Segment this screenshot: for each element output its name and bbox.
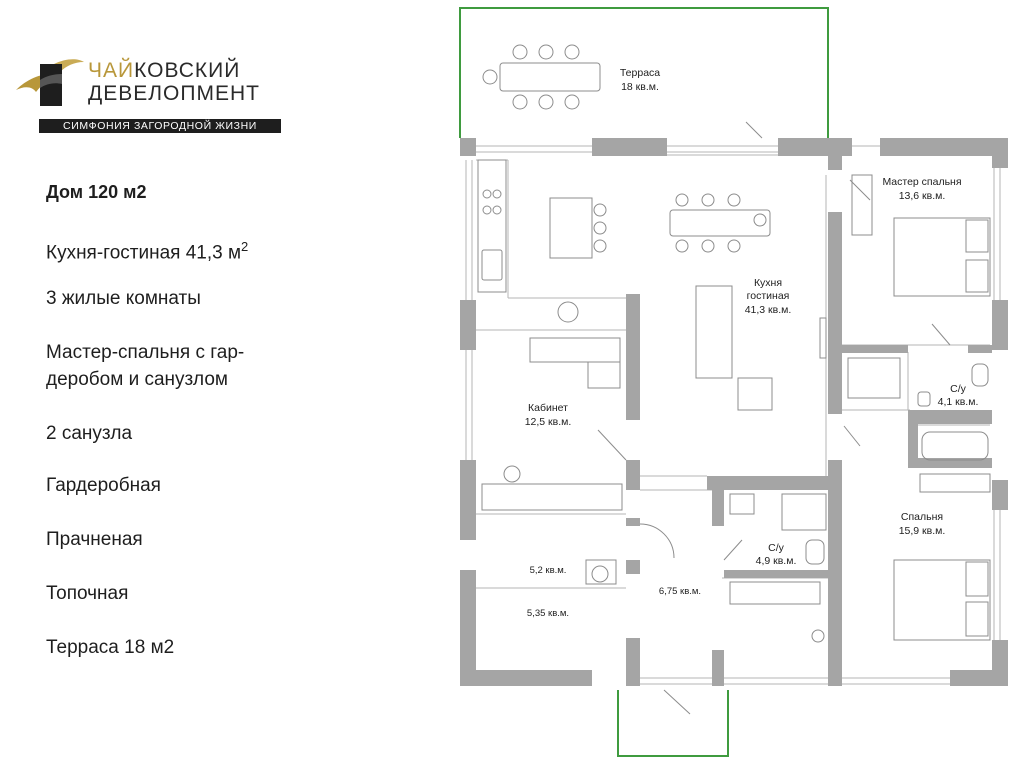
feature-boiler: Топочная [46, 583, 129, 604]
bird-logo-icon [16, 59, 84, 106]
wc1-area: 4,1 кв.м. [938, 396, 979, 408]
wc2-name: С/у [768, 542, 785, 554]
bedroom-area: 15,9 кв.м. [899, 525, 946, 537]
kitchen-name-2: гостиная [747, 290, 790, 302]
furniture [477, 44, 991, 715]
wc1-name: С/у [950, 383, 967, 395]
room-a-area: 5,2 кв.м. [530, 565, 567, 576]
feature-terrace: Терраса 18 м2 [46, 637, 175, 658]
feature-master-line1: Мастер-спальня с гар- [46, 342, 245, 363]
master-bedroom-area: 13,6 кв.м. [899, 190, 946, 202]
feature-wardrobe: Гардеробная [46, 475, 161, 496]
logo-line1: ЧАЙКОВСКИЙ [88, 59, 241, 82]
feature-bathrooms: 2 санузла [46, 423, 133, 444]
bedroom-name: Спальня [901, 511, 943, 523]
feature-laundry: Прачненая [46, 529, 143, 550]
feature-kitchen-area: Кухня-гостиная 41,3 м2 [46, 239, 249, 264]
walls [460, 138, 1008, 686]
wc2-area: 4,9 кв.м. [756, 555, 797, 567]
terrace-area: 18 кв.м. [621, 81, 659, 93]
house-title: Дом 120 м2 [46, 182, 147, 202]
feature-living-rooms: 3 жилые комнаты [46, 288, 201, 309]
hall-area: 6,75 кв.м. [659, 586, 701, 597]
terrace-name: Терраса [620, 67, 660, 79]
company-logo: ЧАЙКОВСКИЙ ДЕВЕЛОПМЕНТ СИМФОНИЯ ЗАГОРОДН… [14, 56, 281, 138]
room-b-area: 5,35 кв.м. [527, 608, 569, 619]
logo-tagline: СИМФОНИЯ ЗАГОРОДНОЙ ЖИЗНИ [39, 119, 281, 133]
logo-line2: ДЕВЕЛОПМЕНТ [88, 82, 260, 105]
kitchen-name-1: Кухня [754, 277, 782, 289]
office-area: 12,5 кв.м. [525, 416, 572, 428]
feature-master-line2: деробом и санузлом [46, 369, 228, 390]
kitchen-area: 41,3 кв.м. [745, 304, 792, 316]
office-name: Кабинет [528, 402, 568, 414]
master-bedroom-name: Мастер спальня [882, 176, 961, 188]
room-labels: Терраса 18 кв.м. Мастер спальня 13,6 кв.… [525, 67, 979, 619]
terrace-outline [459, 7, 829, 757]
